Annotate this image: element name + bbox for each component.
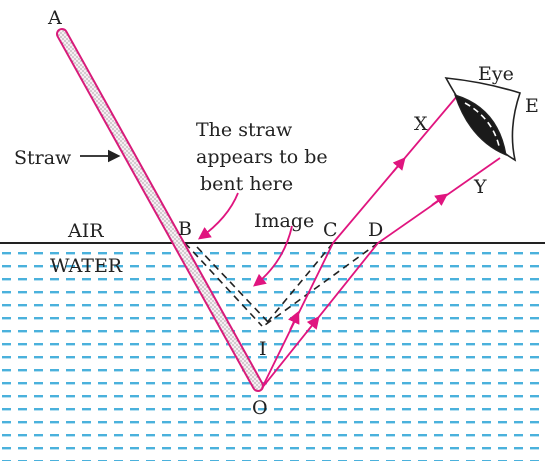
note-line-1: The straw (196, 119, 293, 141)
bent-pointer (200, 193, 238, 238)
label-b: B (178, 218, 192, 240)
note-line-2: appears to be (196, 146, 328, 168)
label-y: Y (473, 176, 487, 198)
label-x: X (414, 113, 428, 135)
label-c: C (323, 219, 338, 241)
label-o: O (252, 397, 268, 419)
label-eye: Eye (478, 63, 514, 85)
ray-x-arrow (393, 159, 404, 172)
label-water: WATER (50, 255, 123, 277)
label-e: E (525, 95, 539, 117)
note-line-3: bent here (200, 173, 293, 195)
label-straw: Straw (14, 147, 72, 169)
label-d: D (368, 219, 383, 241)
ray-y-arrow (432, 195, 446, 205)
label-air: AIR (67, 220, 104, 242)
label-a: A (47, 7, 62, 29)
label-image: Image (254, 210, 314, 232)
eye-icon (446, 78, 520, 160)
label-i: I (259, 338, 267, 360)
